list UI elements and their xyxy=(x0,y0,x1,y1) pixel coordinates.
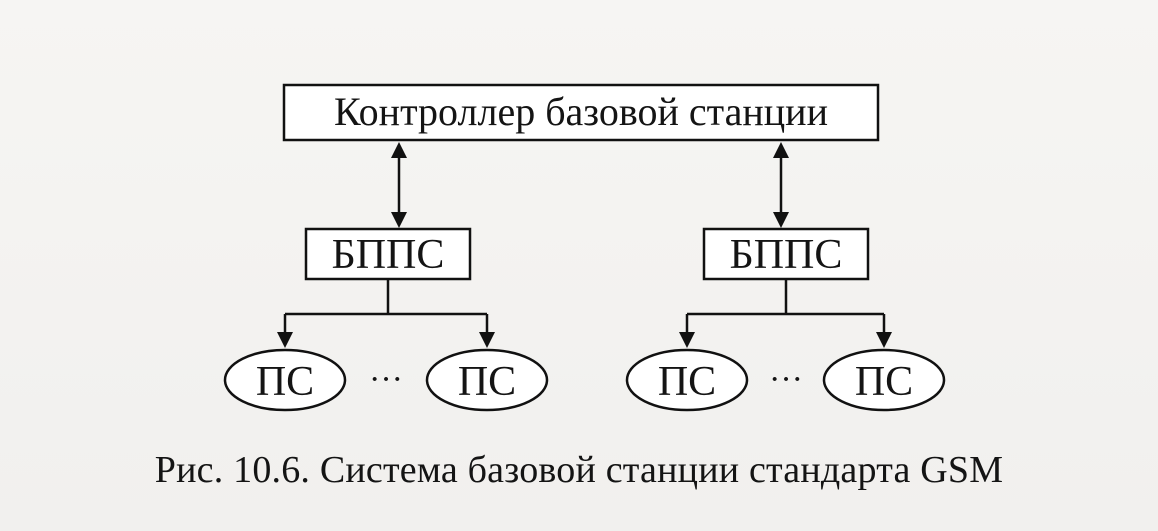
arrowhead-ps-right-a xyxy=(679,332,695,348)
arrowhead-ps-right-b xyxy=(876,332,892,348)
ps-ellipse-left-b xyxy=(425,348,549,412)
ps-label-right-a: ПС xyxy=(658,359,716,405)
ps-ellipse-right-b xyxy=(822,348,946,412)
arrowhead-ps-left-b xyxy=(479,332,495,348)
arrowhead-up-left xyxy=(391,142,407,158)
ps-ellipse-right-a xyxy=(625,348,749,412)
gsm-bss-diagram: Контроллер базовой станции БППС БППС ПС … xyxy=(223,83,946,412)
arrowhead-up-right xyxy=(773,142,789,158)
ps-label-right-b: ПС xyxy=(855,359,913,405)
ps-ellipse-left-a xyxy=(223,348,347,412)
bpps-label-right: БППС xyxy=(730,232,843,278)
ellipsis-left: ··· xyxy=(369,361,403,398)
ellipsis-right: ··· xyxy=(769,361,803,398)
arrowhead-ps-left-a xyxy=(277,332,293,348)
bpps-box-left xyxy=(304,227,472,281)
bpps-box-right xyxy=(702,227,870,281)
ps-label-left-a: ПС xyxy=(256,359,314,405)
arrowhead-down-left xyxy=(391,212,407,228)
controller-box xyxy=(282,83,880,142)
figure-caption: Рис. 10.6. Система базовой станции станд… xyxy=(154,449,1004,491)
bpps-label-left: БППС xyxy=(332,232,445,278)
controller-label: Контроллер базовой станции xyxy=(334,89,828,134)
ps-label-left-b: ПС xyxy=(458,359,516,405)
arrowhead-down-right xyxy=(773,212,789,228)
